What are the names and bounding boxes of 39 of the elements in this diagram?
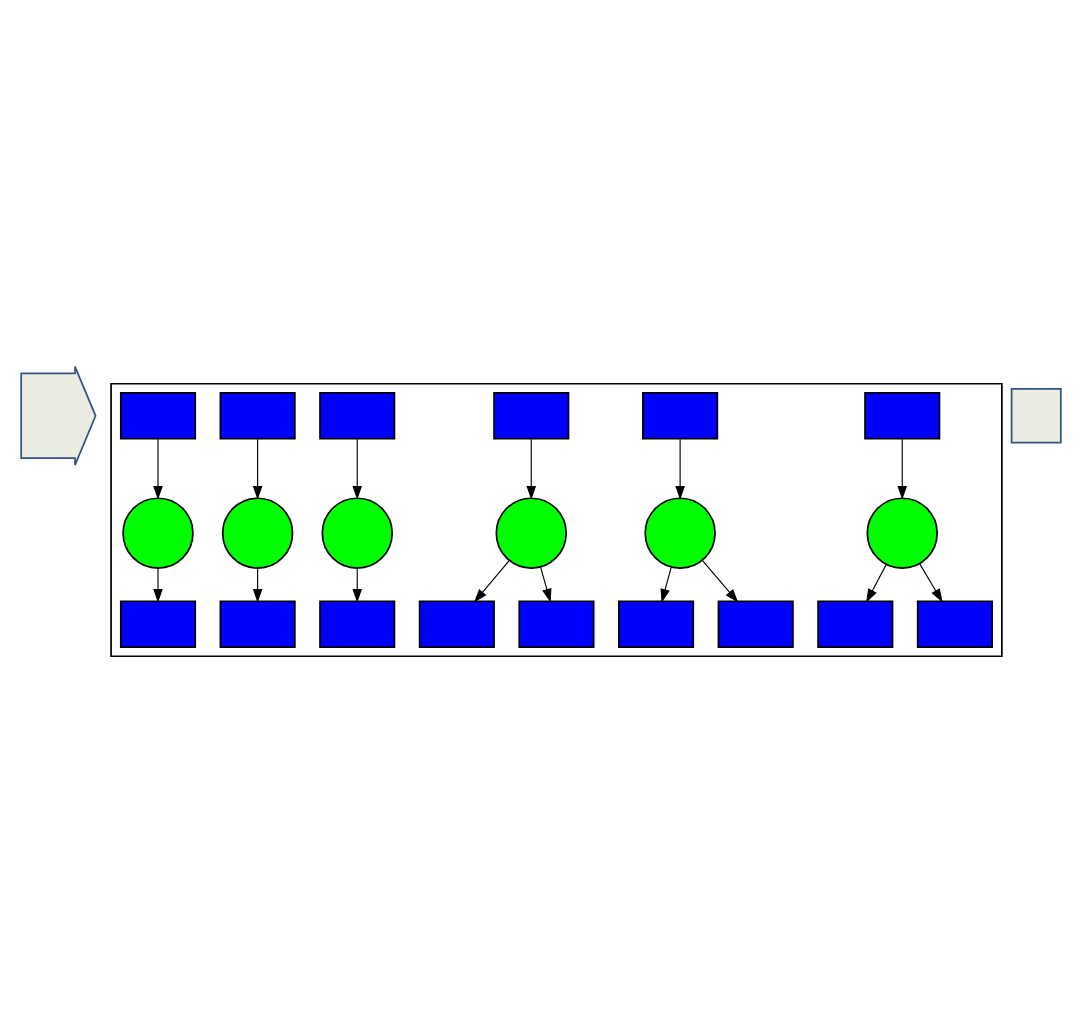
- arrow: [660, 566, 672, 603]
- arrow: [252, 567, 263, 603]
- node-arrow: [20, 365, 97, 466]
- node-box: [119, 392, 197, 440]
- arrow: [352, 438, 363, 500]
- node-box: [642, 392, 719, 440]
- arrow: [252, 438, 263, 500]
- node-box: [493, 392, 570, 440]
- node-box: [717, 600, 794, 648]
- node-box: [916, 600, 993, 648]
- node-box: [618, 600, 695, 648]
- arrow: [526, 438, 537, 500]
- node-box: [518, 600, 595, 648]
- arrow: [675, 438, 685, 500]
- node-box: [119, 600, 197, 648]
- arrow: [919, 563, 943, 603]
- arrow: [153, 567, 163, 603]
- node-circle: [221, 497, 294, 569]
- node-circle: [866, 497, 938, 569]
- arrow: [701, 559, 739, 603]
- cluster: [110, 382, 1003, 658]
- arrow: [897, 438, 908, 500]
- node-circle: [122, 497, 194, 569]
- node-box: [1010, 388, 1062, 444]
- arrow: [474, 559, 510, 603]
- node-circle: [321, 497, 393, 569]
- arrow: [539, 566, 552, 603]
- node-box: [418, 600, 495, 648]
- node-box: [864, 392, 941, 440]
- node-circle: [495, 497, 568, 569]
- arrow: [153, 438, 163, 500]
- arrow: [352, 567, 363, 603]
- node-box: [817, 600, 894, 648]
- node-box: [319, 392, 396, 440]
- node-box: [219, 392, 296, 440]
- node-box: [319, 600, 396, 648]
- node-box: [219, 600, 296, 648]
- arrow: [866, 563, 887, 603]
- node-circle: [644, 497, 716, 569]
